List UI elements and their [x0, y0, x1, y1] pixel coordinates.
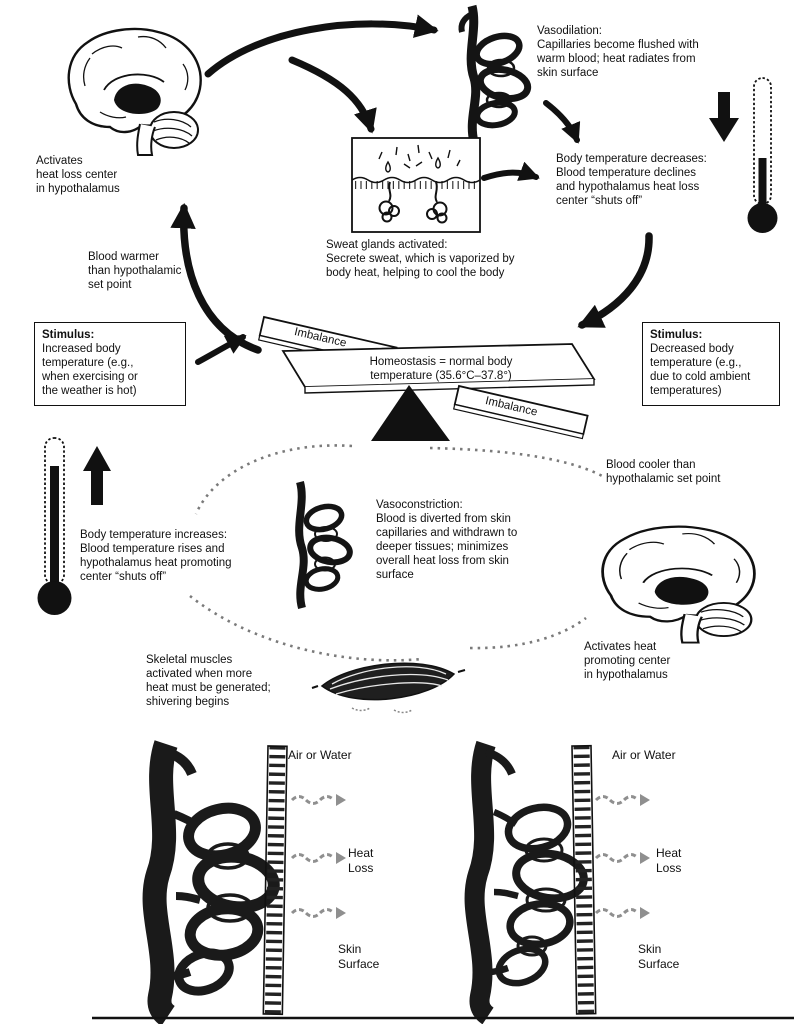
stimulus-text-left: Increased body temperature (e.g., when e… — [42, 343, 138, 398]
arrow-temp-decreases-to-balance — [577, 232, 653, 329]
stimulus-label-left: Stimulus: — [42, 329, 95, 341]
skin-surface-strip-left — [262, 745, 288, 1016]
temperature-up-arrow-icon — [83, 446, 111, 505]
label-air-or-water-right: Air or Water — [612, 748, 676, 762]
label-blood-cooler: Blood cooler than hypothalamic set point — [606, 459, 721, 486]
label-air-or-water-left: Air or Water — [288, 748, 352, 762]
heat-loss-waves-right-icon — [594, 794, 650, 919]
thermometer-warming-illustration — [37, 437, 72, 615]
label-heat-loss-left: Heat Loss — [348, 846, 374, 875]
skin-surface-strip-right — [571, 744, 597, 1015]
balance-scale-illustration — [257, 315, 596, 441]
label-skeletal-muscles: Skeletal muscles activated when more hea… — [146, 654, 271, 709]
skin-capillary-vasoconstriction-panel — [464, 740, 588, 1024]
label-sweat-glands-activated: Sweat glands activated: Secrete sweat, w… — [326, 239, 515, 280]
label-vasoconstriction: Vasoconstriction: Blood is diverted from… — [376, 499, 518, 582]
arrow-balance-to-brain — [170, 202, 262, 354]
label-activates-heat-promoting-center: Activates heat promoting center in hypot… — [584, 641, 671, 682]
label-body-temperature-decreases: Body temperature decreases: Blood temper… — [556, 153, 707, 208]
arrow-brain-to-sweat-glands — [288, 56, 377, 134]
label-vasodilation: Vasodilation: Capillaries become flushed… — [537, 25, 699, 80]
brain-heat-loss-illustration — [67, 27, 202, 157]
stimulus-decreased-temperature-box: Stimulus: Decreased body temperature (e.… — [642, 322, 780, 407]
stimulus-increased-temperature-box: Stimulus: Increased body temperature (e.… — [34, 322, 186, 407]
label-blood-warmer: Blood warmer than hypothalamic set point — [88, 251, 182, 292]
arrow-sweat-to-temp-decreases — [481, 161, 540, 181]
label-heat-loss-right: Heat Loss — [656, 846, 682, 875]
label-skin-surface-right: Skin Surface — [638, 942, 680, 971]
warm-pathway-arrows — [170, 14, 653, 365]
temperature-down-arrow-icon — [709, 92, 739, 142]
arrow-capillary-to-temp-decreases — [543, 100, 581, 144]
stimulus-text-right: Decreased body temperature (e.g., due to… — [650, 343, 751, 398]
heat-loss-waves-left-icon — [290, 794, 346, 919]
brain-heat-promoting-illustration — [601, 525, 756, 644]
arrow-brain-to-capillary — [204, 14, 439, 78]
label-skin-surface-left: Skin Surface — [338, 942, 380, 971]
fulcrum — [371, 385, 450, 441]
thermometer-cooling-illustration — [747, 77, 778, 233]
arrow-stimulus-to-balance — [195, 334, 247, 365]
stimulus-label-right: Stimulus: — [650, 329, 703, 341]
skin-capillary-vasodilation-panel — [142, 740, 280, 1024]
capillary-vasodilation-illustration — [458, 4, 532, 144]
sweat-glands-illustration — [351, 137, 481, 233]
capillary-vasoconstriction-illustration — [295, 480, 353, 610]
label-body-temperature-increases: Body temperature increases: Blood temper… — [80, 529, 232, 584]
cold-pathway-dotted-arcs — [189, 444, 607, 662]
label-activates-heat-loss-center: Activates heat loss center in hypothalam… — [36, 155, 120, 196]
homeostasis-label: Homeostasis = normal body temperature (3… — [369, 356, 513, 383]
skeletal-muscle-illustration — [311, 662, 466, 714]
